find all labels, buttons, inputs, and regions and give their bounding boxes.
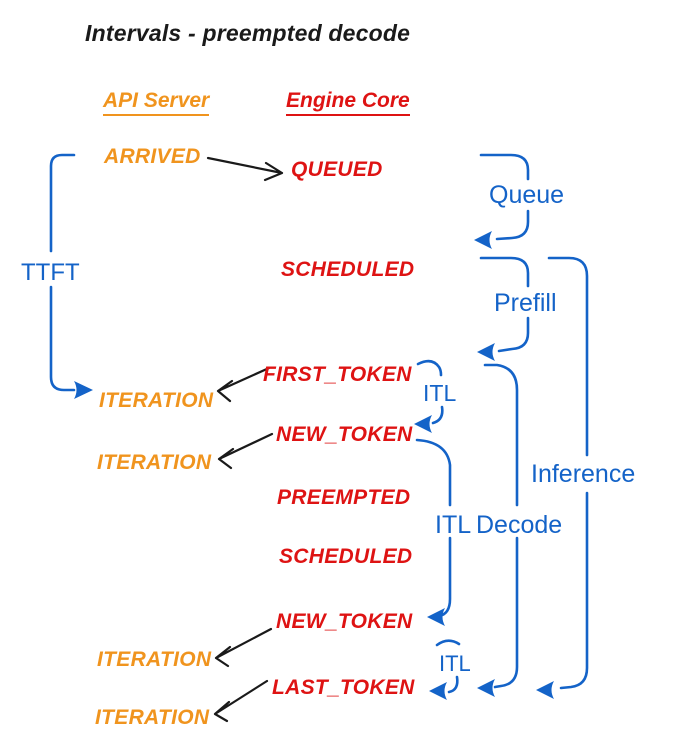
prefill-arrowhead-icon — [477, 343, 495, 361]
arrow-new-token2-to-iteration — [214, 627, 273, 668]
interval-label-inference: Inference — [531, 460, 636, 488]
interval-label-itl-first: ITL — [423, 380, 457, 406]
event-scheduled-2: SCHEDULED — [279, 545, 413, 568]
ttft-bracket — [49, 153, 76, 392]
interval-label-ttft: TTFT — [21, 259, 80, 286]
event-queued: QUEUED — [291, 158, 383, 181]
event-new-token-1: NEW_TOKEN — [276, 423, 413, 446]
itl-first-arrowhead-icon — [414, 415, 432, 433]
queue-arrowhead-icon — [474, 231, 492, 249]
arrow-new-token1-to-iteration — [217, 432, 274, 470]
inference-bracket — [547, 256, 589, 690]
arrow-arrived-to-queued — [206, 156, 284, 182]
event-last-token: LAST_TOKEN — [272, 676, 415, 699]
itl-last-arrowhead-icon — [429, 682, 447, 700]
event-scheduled-1: SCHEDULED — [281, 258, 415, 281]
event-iteration-1: ITERATION — [99, 389, 214, 412]
itl-first-bracket — [416, 359, 444, 425]
arrow-last-token-to-iteration — [213, 679, 269, 723]
prefill-bracket — [479, 256, 530, 353]
column-header-engine-core: Engine Core — [286, 89, 410, 116]
itl-last-bracket — [435, 639, 461, 694]
event-iteration-3: ITERATION — [97, 648, 212, 671]
interval-label-queue: Queue — [489, 181, 565, 209]
event-first-token: FIRST_TOKEN — [263, 363, 412, 386]
page-title: Intervals - preempted decode — [85, 20, 411, 46]
decode-bracket — [483, 363, 519, 689]
itl-mid-arrowhead-icon — [427, 608, 445, 626]
event-iteration-4: ITERATION — [95, 706, 210, 729]
interval-label-prefill: Prefill — [494, 289, 557, 317]
column-header-api-server: API Server — [103, 89, 210, 116]
event-arrived: ARRIVED — [104, 145, 201, 168]
queue-bracket — [479, 153, 530, 241]
interval-label-itl-last: ITL — [439, 651, 471, 676]
event-new-token-2: NEW_TOKEN — [276, 610, 413, 633]
ttft-arrowhead-icon — [74, 381, 93, 399]
decode-arrowhead-icon — [477, 679, 495, 697]
event-preempted: PREEMPTED — [277, 486, 411, 509]
inference-arrowhead-icon — [536, 681, 554, 699]
arrow-first-token-to-iteration — [216, 366, 271, 403]
interval-label-itl-mid: ITL — [435, 511, 472, 539]
interval-label-decode: Decode — [476, 511, 563, 539]
event-iteration-2: ITERATION — [97, 451, 212, 474]
